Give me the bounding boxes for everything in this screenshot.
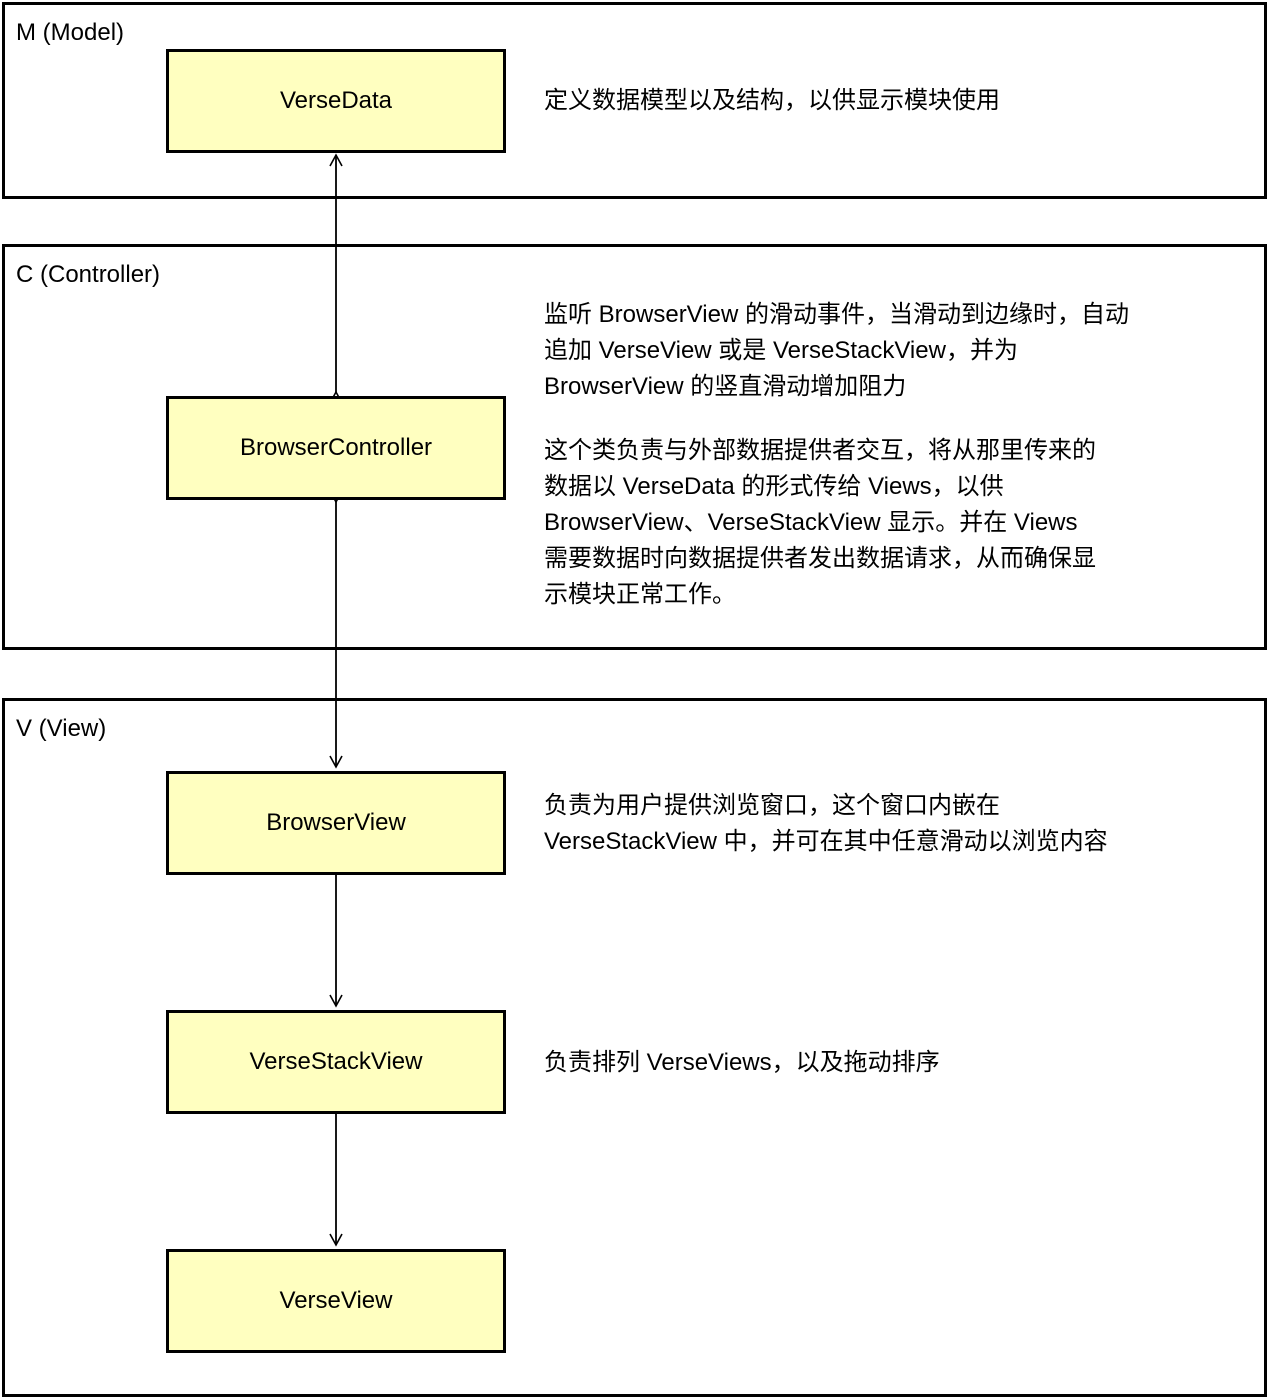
verse-stack-view-description: 负责排列 VerseViews，以及拖动排序 xyxy=(544,1049,940,1076)
model-layer-label: M (Model) xyxy=(16,19,125,46)
controller-scroll-description: 监听 BrowserView 的滑动事件，当滑动到边缘时，自动 追加 Verse… xyxy=(544,301,1129,400)
controller-data-description: 这个类负责与外部数据提供者交互，将从那里传来的 数据以 VerseData 的形… xyxy=(544,437,1096,608)
verse-stack-view-node: VerseStackView xyxy=(166,1010,506,1114)
browser-controller-node: BrowserController xyxy=(166,396,506,500)
browser-view-description: 负责为用户提供浏览窗口，这个窗口内嵌在 VerseStackView 中，并可在… xyxy=(544,792,1108,855)
verse-view-node: VerseView xyxy=(166,1249,506,1353)
verse-data-description: 定义数据模型以及结构，以供显示模块使用 xyxy=(544,87,1000,114)
browser-view-node: BrowserView xyxy=(166,771,506,875)
view-layer-label: V (View) xyxy=(16,715,107,742)
controller-layer-label: C (Controller) xyxy=(16,261,161,288)
verse-data-node: VerseData xyxy=(166,49,506,153)
